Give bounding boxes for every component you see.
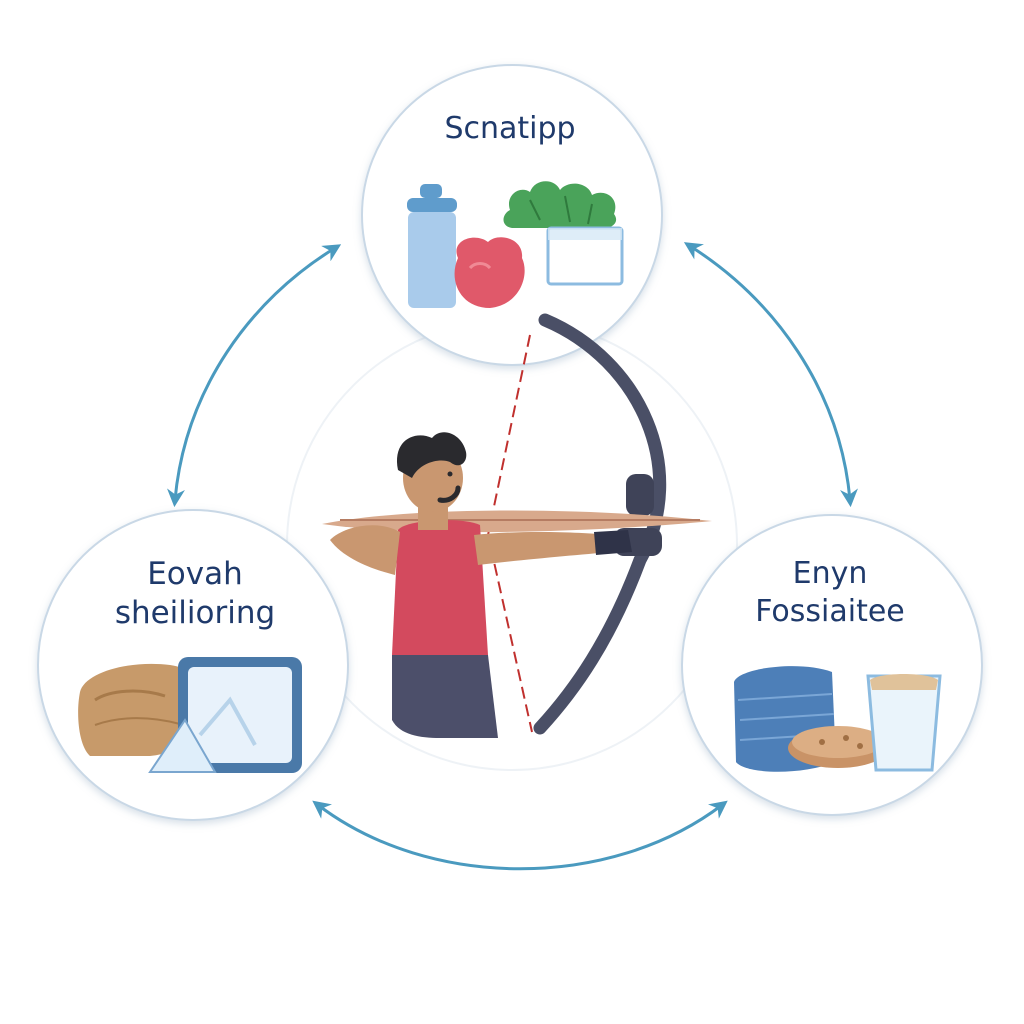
archer-figure xyxy=(322,313,712,738)
salad-container-icon xyxy=(503,181,624,286)
node-left-label: Eovah sheilioring xyxy=(40,555,350,633)
node-right-label-line-1: Enyn xyxy=(792,556,868,591)
berry-icon xyxy=(454,237,525,308)
node-left-label-line-1: Eovah xyxy=(147,556,243,592)
node-left-label-line-2: sheilioring xyxy=(114,594,276,631)
arrow-top-right xyxy=(683,242,858,508)
node-top-label: Scnatipp xyxy=(360,110,660,148)
arrow-top-left xyxy=(167,244,342,508)
node-top-label-line-1: Scnatipp xyxy=(444,111,576,146)
bottle-icon xyxy=(407,184,457,308)
cookie-icon xyxy=(788,726,888,768)
glass-icon xyxy=(866,674,942,772)
arrow-bottom xyxy=(312,800,728,871)
bread-icon xyxy=(78,663,201,756)
node-right-label: Enyn Fossiaitee xyxy=(680,555,980,630)
ice-box-icon xyxy=(148,657,302,773)
node-right-label-line-2: Fossiaitee xyxy=(755,593,905,629)
